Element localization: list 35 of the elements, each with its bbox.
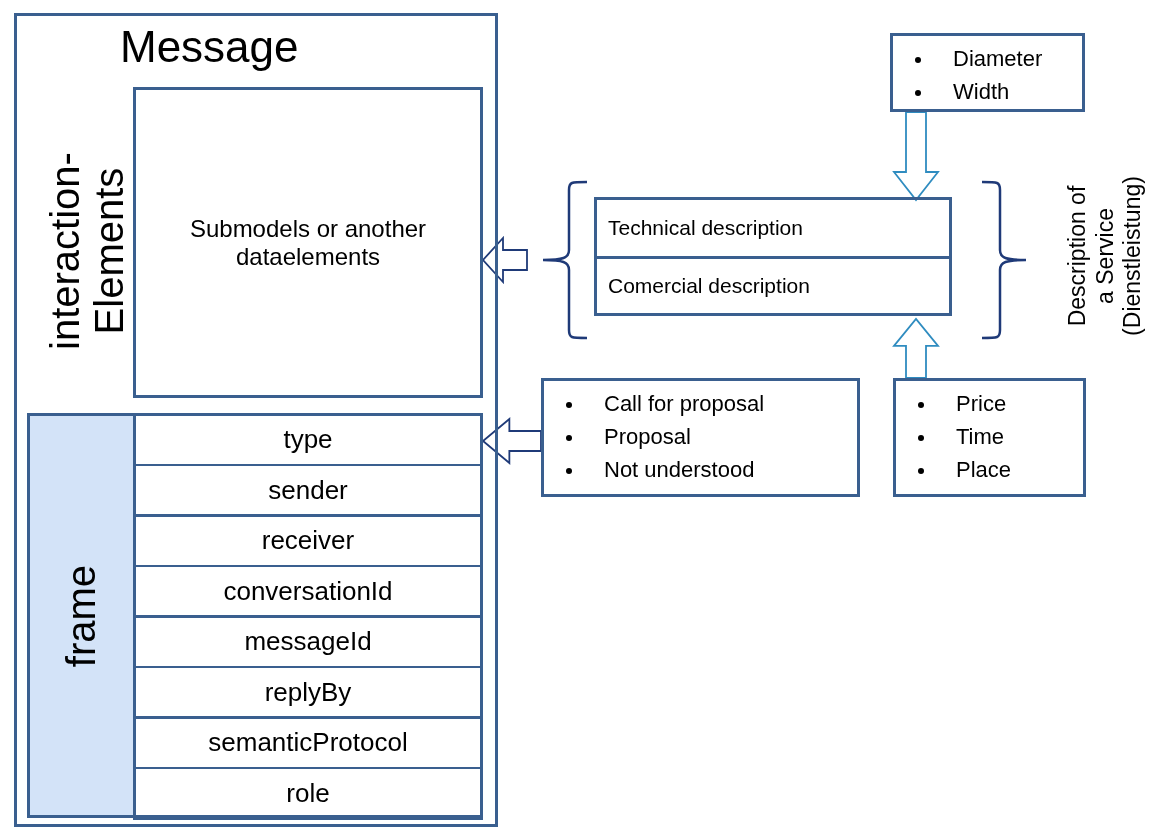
message-box [14,13,498,827]
list-item: Call for proposal [552,387,849,420]
row-label: Comercial description [608,274,810,298]
description-row [594,197,952,259]
field-label: semanticProtocol [208,727,408,758]
title: Message [120,22,299,72]
group-label: Description of a Service (Dienstleistung) [1063,176,1146,336]
field-label: role [286,777,330,809]
list-item: Time [904,420,1075,453]
list-item: Width [901,75,1074,108]
list-item: Price [904,387,1075,420]
row-label: Technical description [608,216,803,240]
box-label: Submodels or another dataelements [188,214,428,271]
submodel-box [133,87,483,398]
list-item: Diameter [901,42,1074,75]
block-arrow [481,417,542,465]
section-label: interaction-Elements [43,152,131,350]
field-label: sender [268,474,348,506]
list-box [890,33,1085,112]
block-arrow [892,317,940,379]
list-box [541,378,860,497]
list-box [893,378,1086,497]
frame-box [27,413,483,818]
field-label: conversationId [223,575,393,607]
section-label: frame [59,564,103,668]
description-row [594,256,952,316]
field-label: type [283,424,333,455]
list-item: Not understood [552,453,849,486]
field-label: receiver [261,525,355,556]
block-arrow [481,235,528,285]
list-item: Place [904,453,1075,486]
field-label: messageId [244,626,372,657]
field-label: replyBy [264,676,352,708]
block-arrow [892,111,940,202]
list-item: Proposal [552,420,849,453]
